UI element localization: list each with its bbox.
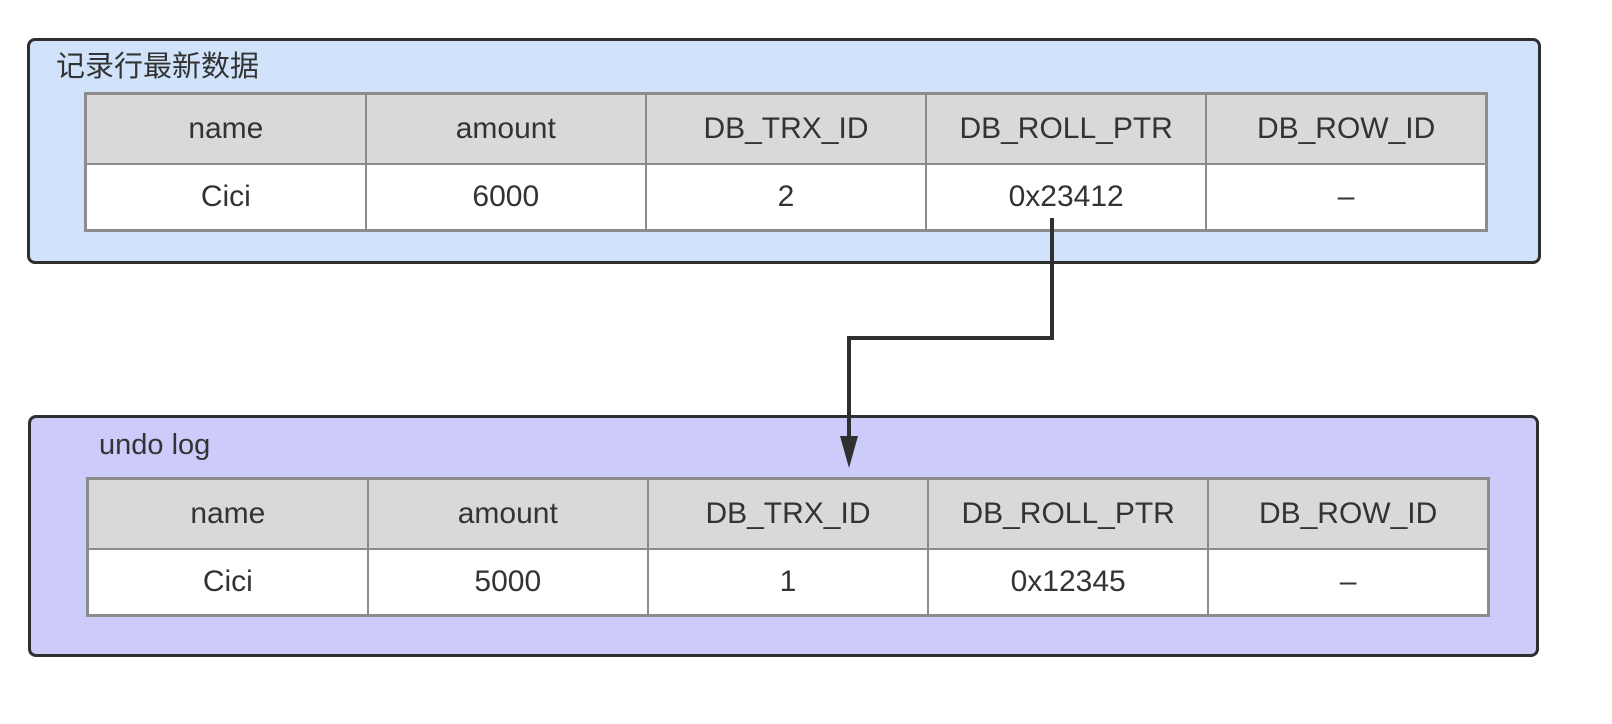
header-cell-name: name [84, 92, 367, 165]
table-row: Cici 5000 1 0x12345 – [86, 548, 1490, 617]
header-cell-amount: amount [364, 92, 647, 165]
latest-record-title: 记录行最新数据 [56, 51, 260, 83]
undo-log-table: name amount DB_TRX_ID DB_ROLL_PTR DB_ROW… [86, 477, 1490, 617]
header-cell-db-trx-id: DB_TRX_ID [644, 92, 928, 165]
cell-db-roll-ptr: 0x12345 [927, 548, 1210, 617]
cell-amount: 6000 [364, 163, 647, 232]
header-cell-db-row-id: DB_ROW_ID [1207, 477, 1490, 550]
cell-db-row-id: – [1207, 548, 1490, 617]
header-cell-db-row-id: DB_ROW_ID [1205, 92, 1488, 165]
table-row: Cici 6000 2 0x23412 – [84, 163, 1488, 232]
cell-name: Cici [86, 548, 369, 617]
header-cell-db-roll-ptr: DB_ROLL_PTR [927, 477, 1210, 550]
undo-log-panel: undo log name amount DB_TRX_ID DB_ROLL_P… [28, 415, 1539, 657]
cell-name: Cici [84, 163, 367, 232]
cell-amount: 5000 [366, 548, 649, 617]
header-cell-name: name [86, 477, 369, 550]
latest-record-table: name amount DB_TRX_ID DB_ROLL_PTR DB_ROW… [84, 92, 1488, 232]
header-cell-amount: amount [366, 477, 649, 550]
latest-record-panel: 记录行最新数据 name amount DB_TRX_ID DB_ROLL_PT… [27, 38, 1541, 264]
cell-db-trx-id: 2 [644, 163, 928, 232]
cell-db-roll-ptr: 0x23412 [925, 163, 1208, 232]
table-header-row: name amount DB_TRX_ID DB_ROLL_PTR DB_ROW… [86, 477, 1490, 550]
undo-log-title: undo log [99, 429, 211, 461]
cell-db-row-id: – [1205, 163, 1488, 232]
table-header-row: name amount DB_TRX_ID DB_ROLL_PTR DB_ROW… [84, 92, 1488, 165]
cell-db-trx-id: 1 [646, 548, 930, 617]
header-cell-db-roll-ptr: DB_ROLL_PTR [925, 92, 1208, 165]
header-cell-db-trx-id: DB_TRX_ID [646, 477, 930, 550]
